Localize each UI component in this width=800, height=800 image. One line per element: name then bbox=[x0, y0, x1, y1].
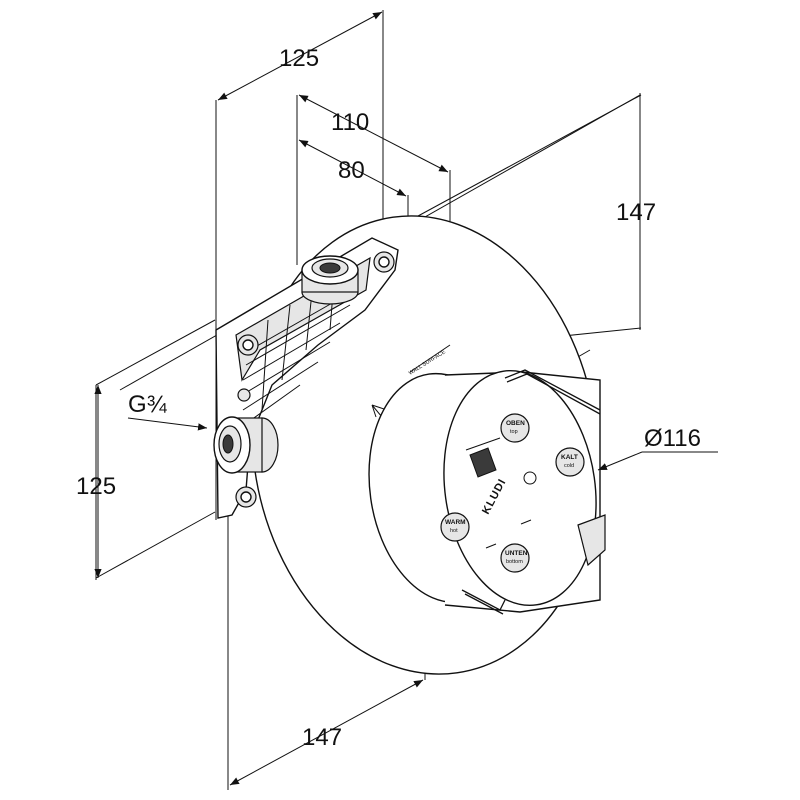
dim-inner-width: 80 bbox=[338, 157, 365, 184]
top-inlet-fitting bbox=[301, 255, 359, 305]
port-left-line1: WARM bbox=[445, 519, 466, 526]
front-cylinder bbox=[368, 369, 606, 615]
dim-right-height: 147 bbox=[616, 199, 656, 226]
dim-left-height: 125 bbox=[76, 473, 116, 500]
port-bottom-line1: UNTEN bbox=[505, 550, 528, 557]
port-top: OBEN top bbox=[500, 413, 530, 443]
port-left-line2: hot bbox=[450, 528, 458, 534]
dim-bottom-width: 147 bbox=[302, 724, 342, 751]
port-top-line1: OBEN bbox=[506, 420, 525, 427]
port-bottom-line2: bottom bbox=[506, 559, 523, 565]
port-bottom: UNTEN bottom bbox=[500, 543, 530, 573]
port-right-line1: KALT bbox=[561, 454, 578, 461]
dim-diameter: Ø116 bbox=[644, 425, 701, 452]
dim-top-width: 125 bbox=[279, 45, 319, 72]
port-top-line2: top bbox=[510, 429, 518, 435]
port-right-line2: cold bbox=[564, 463, 574, 469]
dim-thread: G¾ bbox=[128, 391, 168, 418]
port-right: KALT cold bbox=[555, 447, 585, 477]
left-inlet-fitting bbox=[213, 416, 279, 474]
dim-middle-width: 110 bbox=[331, 109, 369, 136]
port-left: WARM hot bbox=[440, 512, 470, 542]
